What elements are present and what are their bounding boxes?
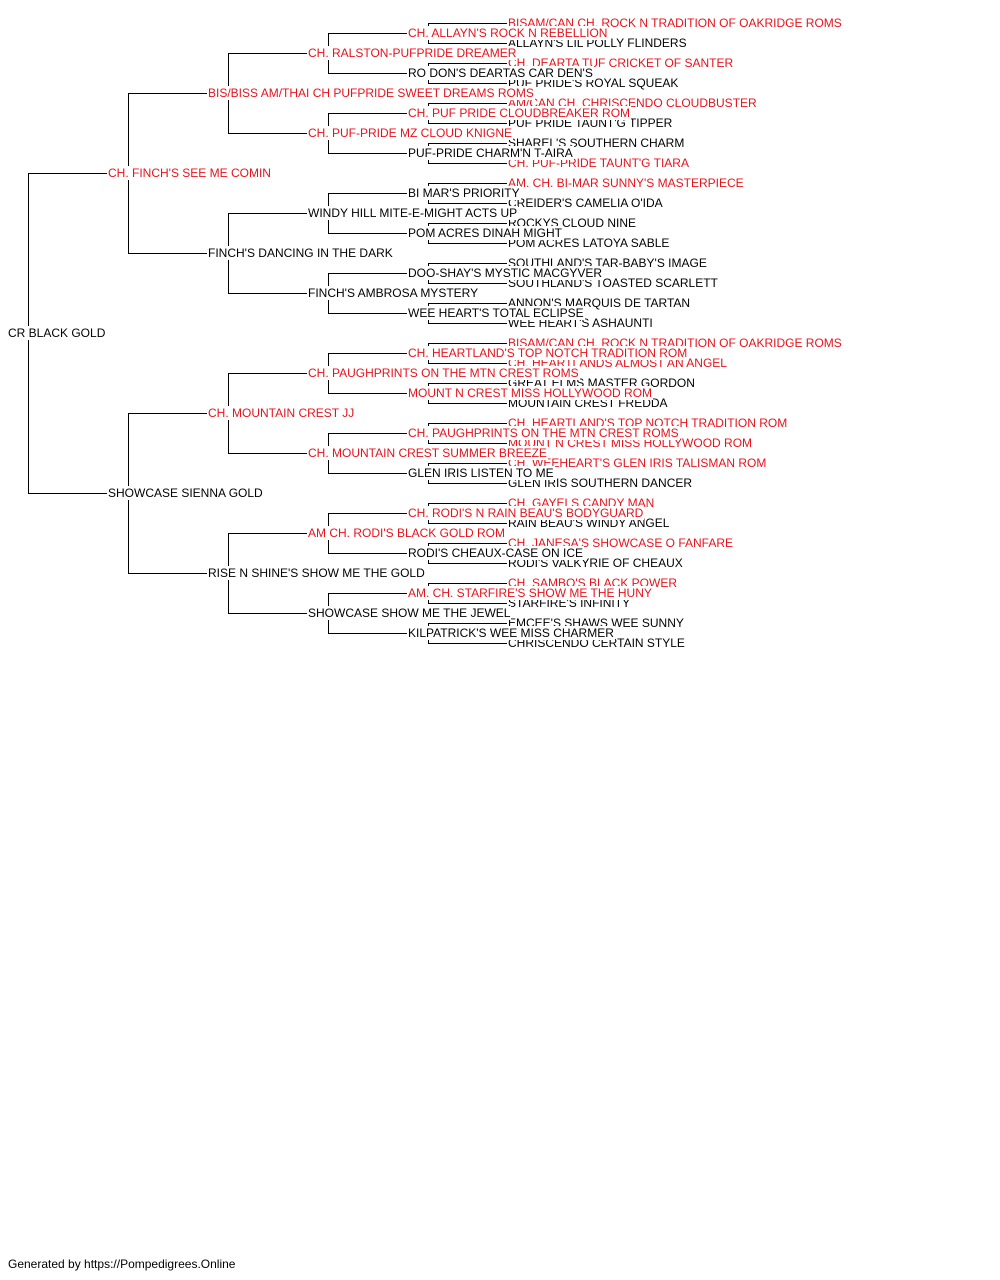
pedigree-entry: GLEN IRIS LISTEN TO ME bbox=[407, 466, 555, 480]
pedigree-entry: KILPATRICK'S WEE MISS CHARMER bbox=[407, 626, 615, 640]
pedigree-entry: CH. PAUGHPRINTS ON THE MTN CREST ROMS bbox=[407, 426, 680, 440]
pedigree-entry: CH. MOUNTAIN CREST JJ bbox=[207, 406, 356, 420]
pedigree-entry: RO DON'S DEARTAS CAR DEN'S bbox=[407, 66, 594, 80]
pedigree-entry: SHOWCASE SHOW ME THE JEWEL bbox=[307, 606, 512, 620]
pedigree-entry: CH. PUF PRIDE CLOUDBREAKER ROM bbox=[407, 106, 632, 120]
pedigree-entry: AM. CH. BI-MAR SUNNY'S MASTERPIECE bbox=[507, 176, 745, 190]
footer-credit: Generated by https://Pompedigrees.Online bbox=[8, 1257, 236, 1271]
pedigree-entry: RISE N SHINE'S SHOW ME THE GOLD bbox=[207, 566, 426, 580]
pedigree-entry: AM. CH. STARFIRE'S SHOW ME THE HUNY bbox=[407, 586, 653, 600]
pedigree-entry: WINDY HILL MITE-E-MIGHT ACTS UP bbox=[307, 206, 519, 220]
pedigree-entry: CH. PAUGHPRINTS ON THE MTN CREST ROMS bbox=[307, 366, 580, 380]
pedigree-entry: PUF-PRIDE CHARM'N T-AIRA bbox=[407, 146, 574, 160]
pedigree-entry: MOUNT N CREST MISS HOLLYWOOD ROM bbox=[407, 386, 654, 400]
pedigree-entry: DOO-SHAY'S MYSTIC MACGYVER bbox=[407, 266, 604, 280]
pedigree-entry: BI MAR'S PRIORITY bbox=[407, 186, 521, 200]
pedigree-entry: CR BLACK GOLD bbox=[7, 326, 107, 340]
pedigree-entry: AM CH. RODI'S BLACK GOLD ROM bbox=[307, 526, 506, 540]
pedigree-entry: CH. MOUNTAIN CREST SUMMER BREEZE bbox=[307, 446, 548, 460]
pedigree-entry: CH. PUF-PRIDE MZ CLOUD KNIGNE bbox=[307, 126, 514, 140]
pedigree-entry: CH. RODI'S N RAIN BEAU'S BODYGUARD bbox=[407, 506, 645, 520]
pedigree-entry: CH. FINCH'S SEE ME COMIN bbox=[107, 166, 272, 180]
pedigree-entry: CREIDER'S CAMELIA O'IDA bbox=[507, 196, 664, 210]
pedigree-entry: RODI'S CHEAUX-CASE ON ICE bbox=[407, 546, 584, 560]
pedigree-entry: CH. ALLAYN'S ROCK N REBELLION bbox=[407, 26, 609, 40]
pedigree-entry: WEE HEART'S TOTAL ECLIPSE bbox=[407, 306, 585, 320]
pedigree-entry: CH. WEEHEART'S GLEN IRIS TALISMAN ROM bbox=[507, 456, 768, 470]
pedigree-entry: BIS/BISS AM/THAI CH PUFPRIDE SWEET DREAM… bbox=[207, 86, 535, 100]
pedigree-entry: SHOWCASE SIENNA GOLD bbox=[107, 486, 264, 500]
pedigree-entry: FINCH'S AMBROSA MYSTERY bbox=[307, 286, 480, 300]
pedigree-entry: CH. HEARTLAND'S TOP NOTCH TRADITION ROM bbox=[407, 346, 689, 360]
pedigree-entry: CH. RALSTON-PUFPRIDE DREAMER bbox=[307, 46, 518, 60]
pedigree-entry: FINCH'S DANCING IN THE DARK bbox=[207, 246, 394, 260]
pedigree-entry: POM ACRES DINAH MIGHT bbox=[407, 226, 564, 240]
